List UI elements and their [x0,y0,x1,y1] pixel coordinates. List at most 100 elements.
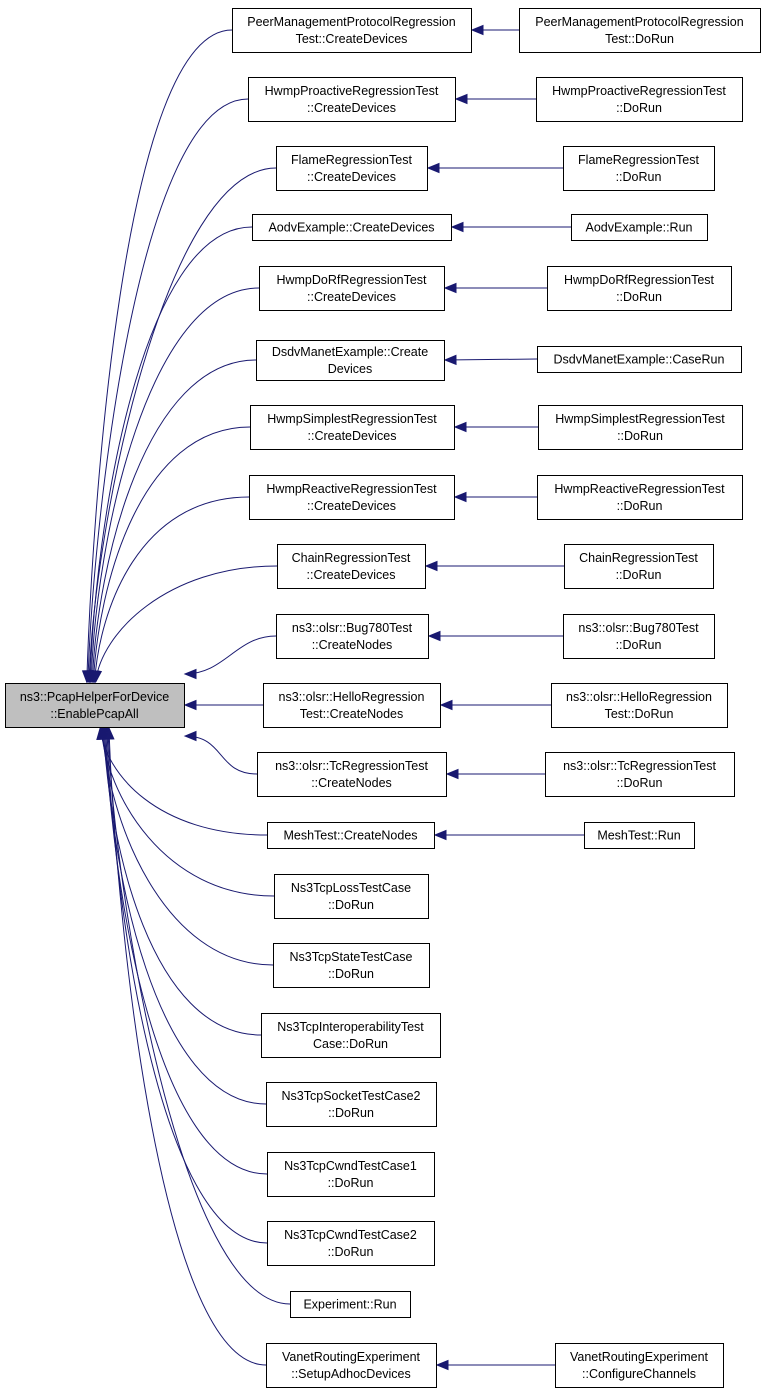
node-box [273,943,430,988]
arrowhead-vanet-setup-to-root [104,726,115,740]
edge-dsdv-create-to-root [91,359,257,683]
node-tc-create[interactable]: ns3::olsr::TcRegressionTest::CreateNodes [257,752,447,797]
arrowhead-bug780-run-to-bug780-create [427,630,441,642]
node-label-line: ::DoRun [616,290,662,304]
node-label-line: Ns3TcpStateTestCase [290,950,413,964]
edge-aodv-create-to-root [89,226,253,683]
edge-peer-create-to-root [86,29,233,683]
node-box [551,683,728,728]
node-label-line: ::DoRun [616,101,662,115]
node-peer-create[interactable]: PeerManagementProtocolRegressionTest::Cr… [232,8,472,53]
node-chain-run[interactable]: ChainRegressionTest::DoRun [564,544,714,589]
arrowhead-dsdv-run-to-dsdv-create [443,354,457,366]
arrowhead-bug780-create-to-root [183,668,197,680]
arrowhead-vanet-config-to-vanet-setup [435,1359,449,1371]
node-hello-create[interactable]: ns3::olsr::HelloRegressionTest::CreateNo… [263,683,441,728]
node-root[interactable]: ns3::PcapHelperForDevice::EnablePcapAll [5,683,185,728]
node-hwmp-react-create[interactable]: HwmpReactiveRegressionTest::CreateDevice… [249,475,455,520]
node-box [248,77,456,122]
node-label-line: ::ConfigureChannels [582,1367,696,1381]
node-tc-run[interactable]: ns3::olsr::TcRegressionTest::DoRun [545,752,735,797]
node-box [547,266,732,311]
node-label-line: ::DoRun [617,776,663,790]
node-label-line: ::DoRun [617,499,663,513]
node-box [536,77,743,122]
node-hwmp-simp-create[interactable]: HwmpSimplestRegressionTest::CreateDevice… [250,405,455,450]
arrowhead-hwmp-pro-run-to-hwmp-pro-create [454,93,468,105]
node-box [564,544,714,589]
node-dsdv-run[interactable]: DsdvManetExample::CaseRun [537,346,742,373]
node-hwmp-simp-run[interactable]: HwmpSimplestRegressionTest::DoRun [538,405,743,450]
nodes-layer: ns3::PcapHelperForDevice::EnablePcapAll P… [5,8,761,1388]
node-label-line: AodvExample::CreateDevices [268,221,434,235]
node-label-line: HwmpReactiveRegressionTest [266,482,437,496]
node-label-line: ChainRegressionTest [579,551,698,565]
node-tcp-loss[interactable]: Ns3TcpLossTestCase::DoRun [274,874,429,919]
node-aodv-create[interactable]: AodvExample::CreateDevices [252,214,452,241]
node-label-line: ns3::olsr::HelloRegression [279,690,425,704]
node-bug780-create[interactable]: ns3::olsr::Bug780Test::CreateNodes [276,614,429,659]
node-hwmp-pro-create[interactable]: HwmpProactiveRegressionTest::CreateDevic… [248,77,456,122]
node-box [267,822,435,849]
node-peer-run[interactable]: PeerManagementProtocolRegressionTest::Do… [519,8,761,53]
node-dsdv-create[interactable]: DsdvManetExample::CreateDevices [256,340,445,381]
edge-bug780-create-to-root [184,635,277,675]
node-box [538,405,743,450]
node-box [252,214,452,241]
node-label-line: HwmpSimplestRegressionTest [555,412,725,426]
node-label-line: ns3::olsr::Bug780Test [292,621,413,635]
node-tcp-cwnd2[interactable]: Ns3TcpCwndTestCase2::DoRun [267,1221,435,1266]
arrowhead-mesh-run-to-mesh-create [433,829,447,841]
node-vanet-config[interactable]: VanetRoutingExperiment::ConfigureChannel… [555,1343,724,1388]
node-box [267,1152,435,1197]
node-label-line: Test::CreateNodes [300,707,404,721]
edge-hwmp-simp-create-to-root [92,426,251,683]
node-aodv-run[interactable]: AodvExample::Run [571,214,708,241]
node-label-line: ::DoRun [328,898,374,912]
node-box [276,146,428,191]
edge-hwmp-react-create-to-root [94,496,250,683]
node-label-line: VanetRoutingExperiment [570,1350,709,1364]
node-hwmp-react-run[interactable]: HwmpReactiveRegressionTest::DoRun [537,475,743,520]
node-label-line: ::CreateDevices [307,499,396,513]
node-hwmp-pro-run[interactable]: HwmpProactiveRegressionTest::DoRun [536,77,743,122]
node-flame-run[interactable]: FlameRegressionTest::DoRun [563,146,715,191]
node-bug780-run[interactable]: ns3::olsr::Bug780Test::DoRun [563,614,715,659]
node-flame-create[interactable]: FlameRegressionTest::CreateDevices [276,146,428,191]
node-label-line: Case::DoRun [313,1037,388,1051]
node-hwmp-dorf-run[interactable]: HwmpDoRfRegressionTest::DoRun [547,266,732,311]
node-label-line: Test::DoRun [605,32,674,46]
node-label-line: ::DoRun [616,638,662,652]
node-experiment-run[interactable]: Experiment::Run [290,1291,411,1318]
node-label-line: Ns3TcpCwndTestCase2 [284,1228,417,1242]
node-box [537,475,743,520]
node-box [563,146,715,191]
arrowhead-hwmp-simp-run-to-hwmp-simp-create [453,421,467,433]
node-label-line: Experiment::Run [303,1298,396,1312]
node-mesh-create[interactable]: MeshTest::CreateNodes [267,822,435,849]
node-box [571,214,708,241]
node-label-line: ChainRegressionTest [292,551,411,565]
arrowhead-hello-run-to-hello-create [439,699,453,711]
node-vanet-setup[interactable]: VanetRoutingExperiment::SetupAdhocDevice… [266,1343,437,1388]
arrowhead-peer-run-to-peer-create [470,24,484,36]
edge-tcp-interop-to-root [103,727,262,1036]
node-box [263,683,441,728]
node-label-line: ::DoRun [328,1245,374,1259]
node-label-line: HwmpReactiveRegressionTest [554,482,725,496]
node-chain-create[interactable]: ChainRegressionTest::CreateDevices [277,544,426,589]
node-label-line: ns3::olsr::HelloRegression [566,690,712,704]
node-hwmp-dorf-create[interactable]: HwmpDoRfRegressionTest::CreateDevices [259,266,445,311]
edge-tcp-loss-to-root [100,727,275,897]
node-mesh-run[interactable]: MeshTest::Run [584,822,695,849]
node-tcp-cwnd1[interactable]: Ns3TcpCwndTestCase1::DoRun [267,1152,435,1197]
node-label-line: HwmpSimplestRegressionTest [267,412,437,426]
arrowhead-hello-create-to-root [183,699,197,711]
node-tcp-state[interactable]: Ns3TcpStateTestCase::DoRun [273,943,430,988]
node-tcp-socket2[interactable]: Ns3TcpSocketTestCase2::DoRun [266,1082,437,1127]
node-label-line: VanetRoutingExperiment [282,1350,421,1364]
edge-hwmp-pro-create-to-root [87,98,249,683]
